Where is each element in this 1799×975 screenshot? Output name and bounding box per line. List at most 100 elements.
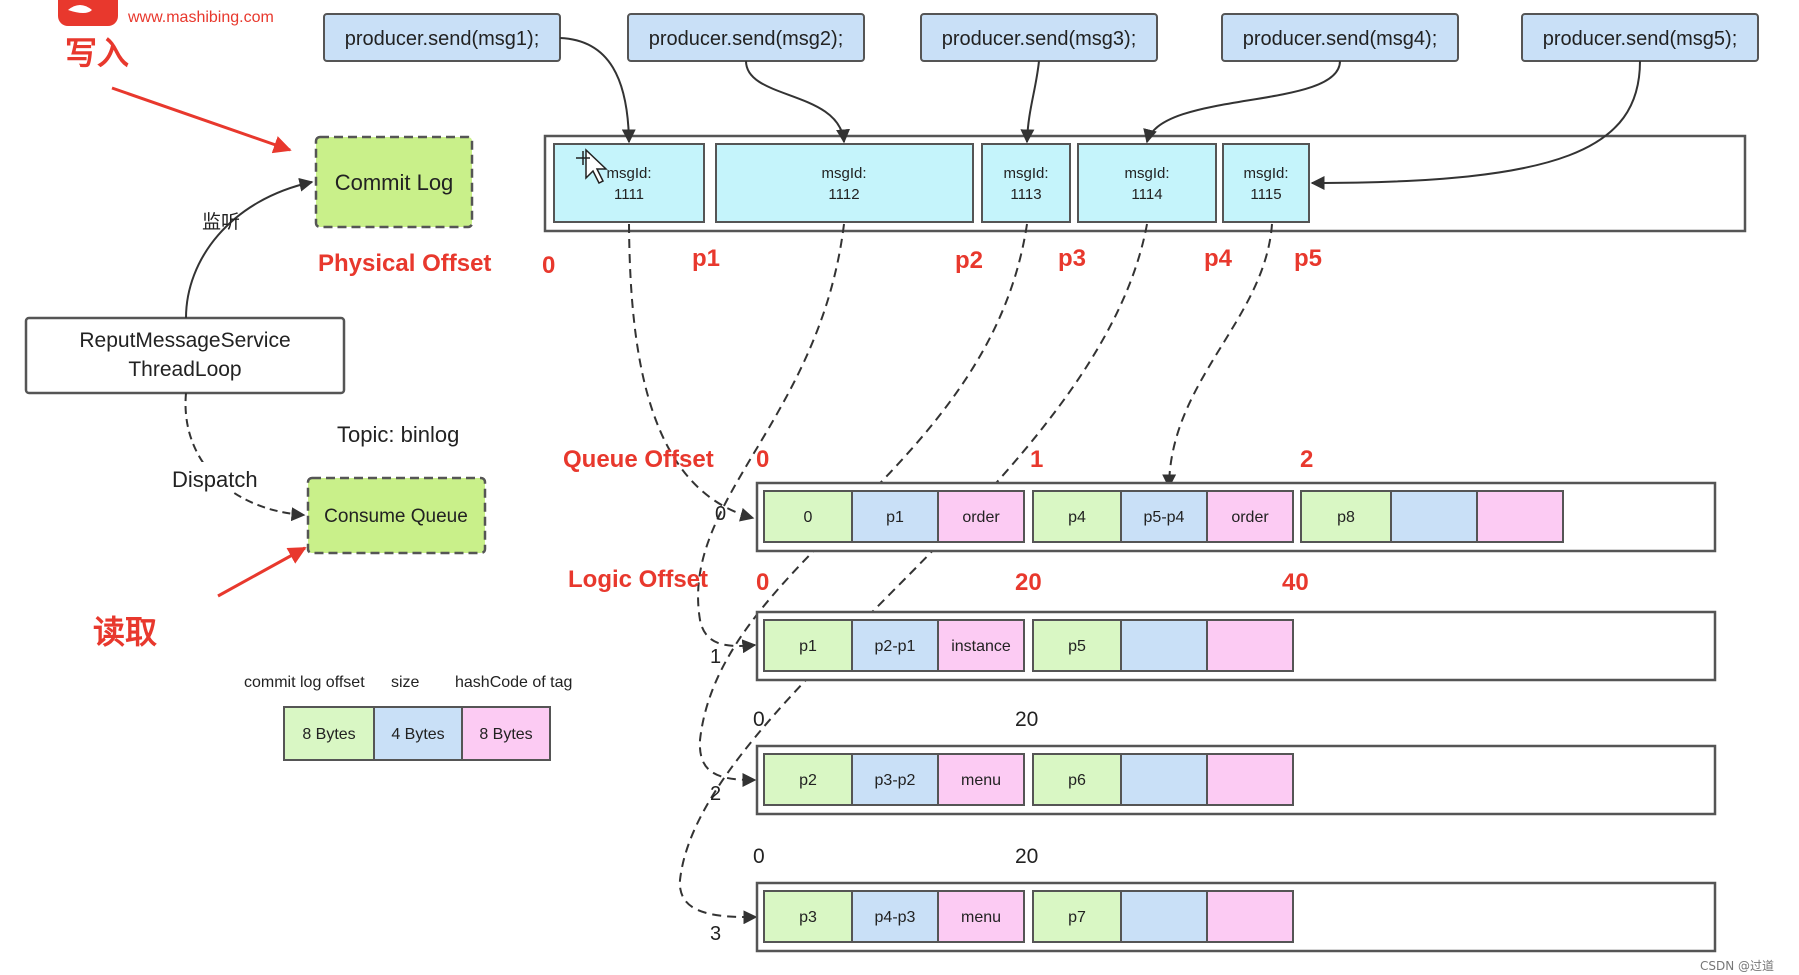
message-1111: msgId: 1111 xyxy=(553,143,705,223)
message-cell xyxy=(553,143,705,223)
consume-queue-label: Consume Queue xyxy=(324,506,468,527)
queue-cell-text: 0 xyxy=(804,509,813,526)
link-1112-queue1 xyxy=(697,223,845,654)
queue-cell-text: instance xyxy=(951,638,1011,655)
queue-cell-text: p2-p1 xyxy=(875,638,916,655)
producer-2: producer.send(msg2); xyxy=(627,13,865,62)
queue-cell-tag xyxy=(937,490,1025,543)
entry-format-legend: commit log offset size hashCode of tag 8… xyxy=(244,674,572,761)
queue-cell-size xyxy=(851,619,939,672)
link-1114-queue3 xyxy=(678,223,1148,925)
queue-cell-tag xyxy=(937,890,1025,943)
producer-label: producer.send(msg2); xyxy=(649,28,844,50)
queue-cell-text: p6 xyxy=(1068,772,1086,789)
queue-cell-tag xyxy=(1206,753,1294,806)
queue-cell-size xyxy=(851,490,939,543)
queue-cell-text: order xyxy=(1231,509,1269,526)
queue-cell-text: p4 xyxy=(1068,509,1086,526)
message-label: msgId: xyxy=(606,165,651,182)
legend-header-offset: commit log offset xyxy=(244,674,365,691)
message-id: 1114 xyxy=(1131,186,1162,203)
read-label: 读取 xyxy=(93,613,157,651)
logic-offset-40: 40 xyxy=(1282,569,1309,596)
legend-header-tag: hashCode of tag xyxy=(455,674,572,691)
message-1115: msgId: 1115 xyxy=(1222,143,1310,223)
queue-row-offset-a: 0 xyxy=(753,708,765,731)
move-cursor-icon xyxy=(576,148,608,185)
physical-offset-label: Physical Offset xyxy=(318,250,491,277)
consume-queue-3: 3 p3 p4-p3 menu p7 xyxy=(710,881,1717,953)
queue-offset-2: 2 xyxy=(1300,446,1313,473)
queue-cell-offset xyxy=(763,490,853,543)
message-id: 1111 xyxy=(614,186,644,203)
queue-cell-size xyxy=(1390,490,1478,543)
queue-cell-size xyxy=(851,890,939,943)
queue-cell-text: p5 xyxy=(1068,638,1086,655)
queue-cell-tag xyxy=(1206,490,1294,543)
brand-url: www.mashibing.com xyxy=(127,9,274,26)
message-1113: msgId: 1113 xyxy=(981,143,1071,223)
producer-5-arrow xyxy=(1310,60,1641,190)
logic-offset-label: Logic Offset xyxy=(568,566,708,593)
commit-log-label: Commit Log xyxy=(335,170,454,195)
producer-box xyxy=(323,13,561,62)
queue-cell-offset xyxy=(1032,619,1122,672)
message-1114: msgId: 1114 xyxy=(1077,143,1217,223)
queue-row-offset-a: 0 xyxy=(753,845,765,868)
queue-cell-size xyxy=(1120,890,1208,943)
queue-index: 3 xyxy=(710,923,721,945)
queue-cell-offset xyxy=(763,619,853,672)
message-id: 1112 xyxy=(828,186,859,203)
queue-cell-text: p1 xyxy=(886,509,904,526)
producer-2-arrow xyxy=(745,60,850,144)
dispatch-label-bg xyxy=(168,462,272,492)
physical-offset-p2: p2 xyxy=(955,247,983,274)
message-label: msgId: xyxy=(1243,165,1288,182)
legend-cell-tag xyxy=(461,706,551,761)
legend-cell-text: 8 Bytes xyxy=(302,726,355,743)
producer-4-arrow xyxy=(1143,60,1341,144)
physical-offset-p3: p3 xyxy=(1058,245,1086,272)
queue-cell-tag xyxy=(1206,890,1294,943)
queue-row-offset-b: 20 xyxy=(1015,708,1038,731)
producer-1: producer.send(msg1); xyxy=(323,13,561,62)
write-label: 写入 xyxy=(65,34,129,72)
commit-log-box xyxy=(314,135,474,229)
message-cell xyxy=(715,143,974,223)
queue-cell-tag xyxy=(937,619,1025,672)
queue-offset-0: 0 xyxy=(756,446,769,473)
message-id: 1115 xyxy=(1250,186,1281,203)
legend-cell-text: 8 Bytes xyxy=(479,726,532,743)
reput-service-node: ReputMessageService ThreadLoop xyxy=(24,316,346,395)
watermark: CSDN @过道 xyxy=(1700,959,1774,973)
queue-cell-text: menu xyxy=(961,909,1001,926)
queue-cell-size xyxy=(1120,753,1208,806)
message-id: 1113 xyxy=(1010,186,1041,203)
listen-label: 监听 xyxy=(202,211,240,233)
topic-label: Topic: binlog xyxy=(337,422,459,447)
link-1111-queue0 xyxy=(628,223,755,522)
queue-cell-text: p3-p2 xyxy=(875,772,916,789)
queue-cell-offset xyxy=(1032,753,1122,806)
queue-index: 1 xyxy=(710,646,721,668)
message-1112: msgId: 1112 xyxy=(715,143,974,223)
queue-cell-size xyxy=(851,753,939,806)
queue-cell-offset xyxy=(1032,490,1122,543)
producer-row: producer.send(msg1); producer.send(msg2)… xyxy=(323,13,1759,62)
consume-queue-2: 2 p2 p3-p2 menu p6 xyxy=(710,744,1717,816)
queue-cell-text: p4-p3 xyxy=(875,909,916,926)
queue-cell-tag xyxy=(1206,619,1294,672)
queue-cell-tag xyxy=(937,753,1025,806)
queue-cell-size xyxy=(1120,490,1208,543)
brand-logo-mark xyxy=(58,0,118,26)
queue-cell-text: menu xyxy=(961,772,1001,789)
consume-queue-1: 1 p1 p2-p1 instance p5 xyxy=(710,610,1717,682)
queue-cell-text: p8 xyxy=(1337,509,1355,526)
listen-arrow xyxy=(185,177,314,319)
link-1113-queue2 xyxy=(698,223,1028,787)
producer-5: producer.send(msg5); xyxy=(1521,13,1759,62)
queue-cell-text: p7 xyxy=(1068,909,1086,926)
physical-offset-p1: p1 xyxy=(692,245,720,272)
queue-index: 0 xyxy=(715,503,726,525)
